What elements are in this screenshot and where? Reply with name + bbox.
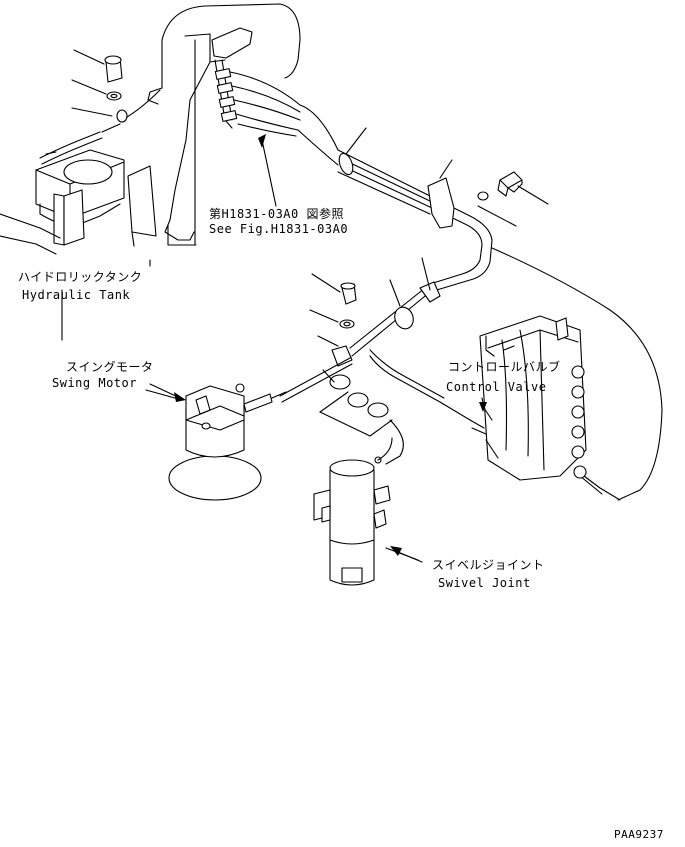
swing-motor-label-jp: スイングモータ [66, 360, 154, 374]
swing-motor [145, 383, 287, 501]
see-fig-label-en: See Fig.H1831-03A0 [209, 222, 349, 236]
leader-arrows [149, 134, 487, 563]
hose-clamps [319, 369, 404, 465]
clamp-bolt [477, 171, 549, 227]
control-valve [469, 315, 587, 481]
swivel-joint-label-jp: スイベルジョイント [432, 558, 545, 572]
see-fig-label-jp: 第H1831-03A0 図参照 [209, 207, 344, 221]
hydraulic-tank-label-jp: ハイドロリックタンク [18, 270, 143, 284]
tank-bolt [71, 49, 123, 117]
control-valve-label-jp: コントロールバルブ [448, 360, 561, 374]
swivel-joint [313, 437, 419, 586]
swing-motor-label-en: Swing Motor [52, 376, 137, 390]
hydraulic-tank-label-en: Hydraulic Tank [22, 288, 131, 302]
drawing-code: PAA9237 [614, 828, 664, 841]
swivel-joint-label-en: Swivel Joint [438, 576, 531, 590]
upper-valve-block [211, 27, 301, 137]
frame-bracket [147, 3, 301, 246]
hose-bundle [297, 104, 493, 293]
lower-piping [279, 257, 471, 421]
control-valve-label-en: Control Valve [446, 380, 547, 394]
hydraulic-tank [0, 89, 161, 341]
lower-bolt [309, 273, 357, 329]
